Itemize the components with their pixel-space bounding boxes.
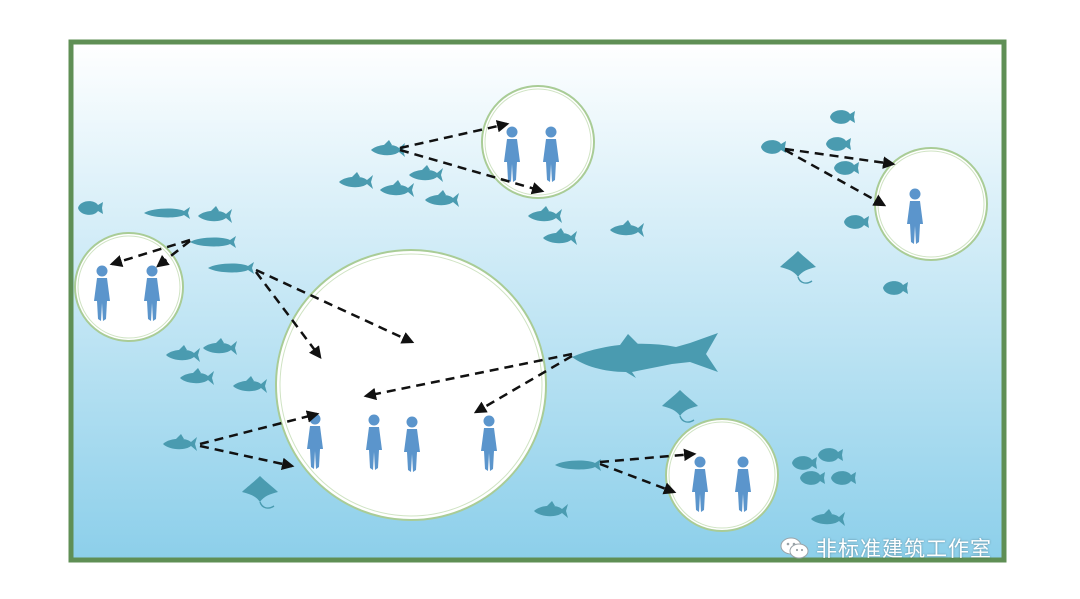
watermark-text: 非标准建筑工作室 bbox=[816, 537, 992, 561]
dashed-arrow bbox=[784, 147, 896, 169]
dashed-arrow bbox=[599, 448, 697, 464]
sightline-arrows bbox=[109, 120, 896, 495]
dashed-arrow bbox=[784, 148, 887, 207]
dashed-arrow bbox=[109, 238, 191, 268]
dashed-arrow bbox=[599, 462, 677, 495]
dashed-arrow bbox=[399, 148, 545, 195]
dashed-arrow bbox=[363, 352, 573, 401]
tank-frame bbox=[68, 39, 1007, 563]
dashed-arrow bbox=[473, 354, 573, 414]
dashed-arrow bbox=[255, 271, 322, 359]
dashed-arrow bbox=[255, 268, 415, 344]
viewing-bubble-bottom bbox=[665, 418, 779, 532]
viewing-bubble-top bbox=[481, 85, 595, 199]
dashed-arrow bbox=[199, 410, 320, 446]
viewing-bubbles bbox=[74, 85, 988, 532]
dashed-arrow bbox=[199, 444, 295, 470]
dashed-arrow bbox=[156, 240, 191, 268]
viewing-bubble-center bbox=[275, 249, 547, 521]
watermark: 非标准建筑工作室 bbox=[780, 533, 992, 563]
wechat-icon bbox=[780, 537, 809, 559]
shark-icon bbox=[572, 333, 718, 378]
dashed-arrow bbox=[399, 120, 510, 150]
viewing-bubble-left bbox=[74, 232, 184, 342]
